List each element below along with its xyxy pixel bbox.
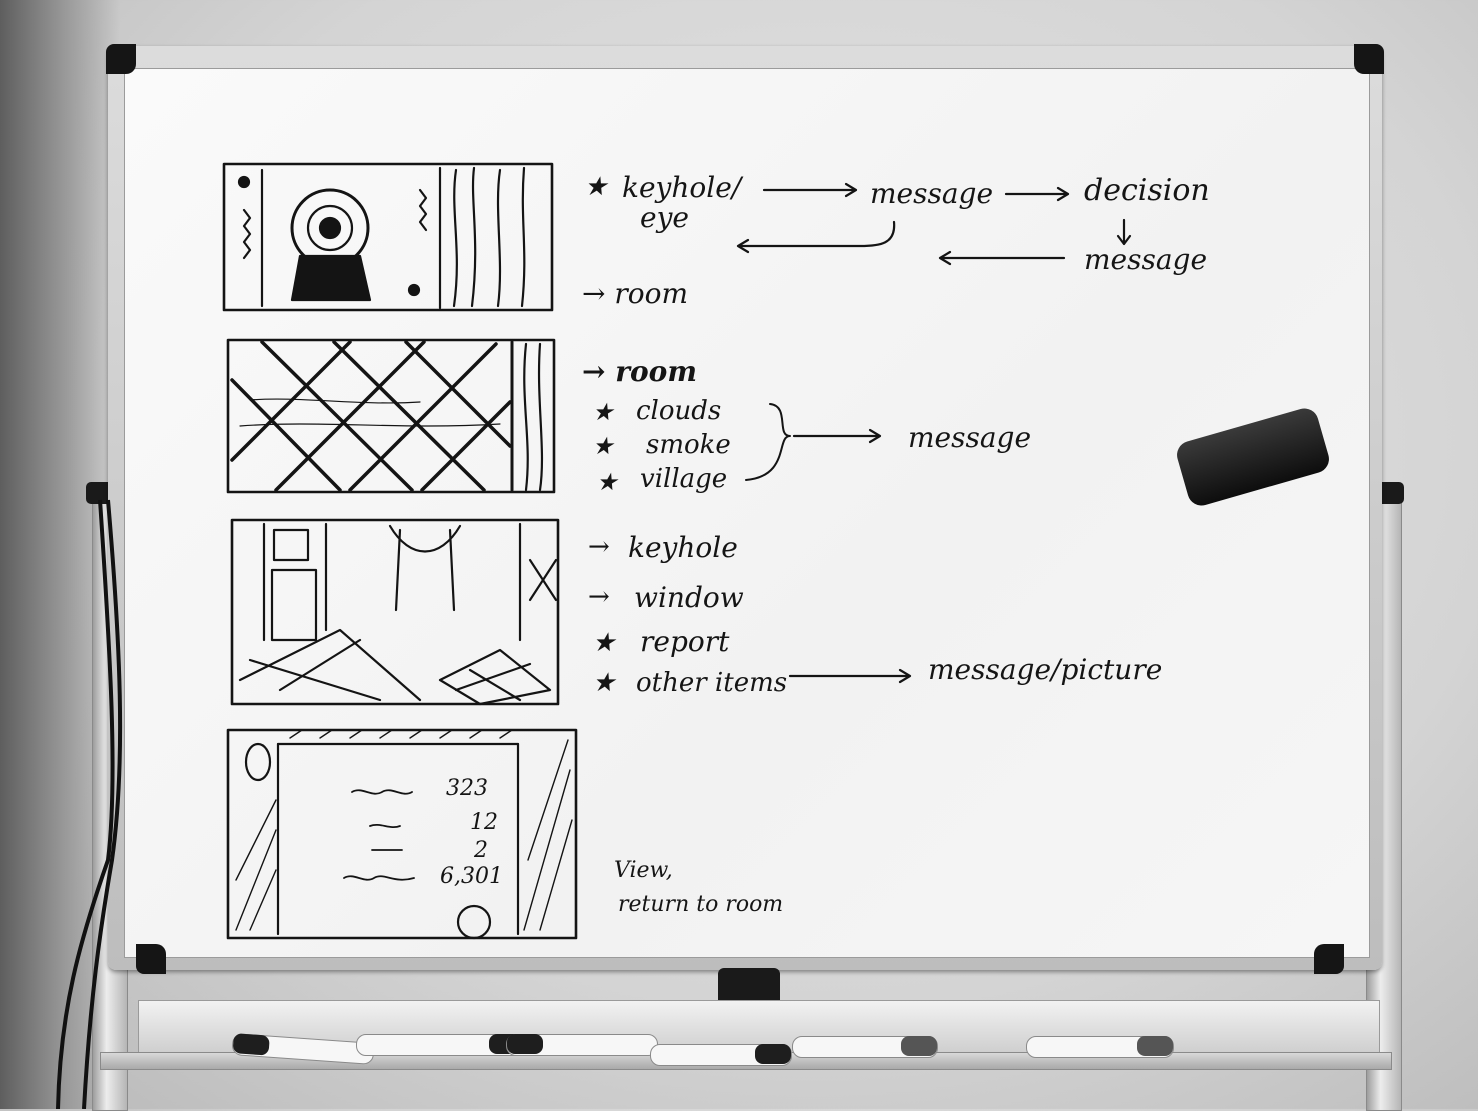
p1-room-link: → room bbox=[582, 277, 689, 310]
sketch-report-panel bbox=[226, 728, 578, 940]
marker-5[interactable] bbox=[792, 1036, 938, 1058]
p4-number-2: 12 bbox=[470, 810, 498, 835]
sketch-room-panel bbox=[230, 518, 560, 706]
p4-number-3: 2 bbox=[474, 838, 488, 863]
p1-line-keyhole: keyhole/ bbox=[622, 171, 742, 204]
p3-item-report: report bbox=[640, 625, 730, 658]
sketch-keyhole-panel bbox=[222, 162, 554, 312]
frame-corner-top-left bbox=[106, 44, 136, 74]
marker-3[interactable] bbox=[506, 1034, 658, 1056]
p2-item-clouds: clouds bbox=[636, 396, 722, 426]
frame-corner-bottom-right bbox=[1314, 944, 1344, 974]
p3-bullet-4: ★ bbox=[592, 668, 616, 698]
p1-flow-message: message bbox=[870, 177, 994, 210]
p3-bullet-2: → bbox=[588, 582, 610, 612]
p2-target-message: message bbox=[908, 421, 1032, 454]
marker-4[interactable] bbox=[650, 1044, 792, 1066]
p2-item-village: village bbox=[640, 464, 728, 494]
p3-bullet-3: ★ bbox=[592, 628, 616, 658]
whiteboard-surface bbox=[124, 68, 1370, 958]
p3-bullet-1: → bbox=[588, 532, 610, 562]
p2-bullet-2: ★ bbox=[592, 432, 614, 460]
p3-item-other-items: other items bbox=[636, 668, 788, 698]
marker-6[interactable] bbox=[1026, 1036, 1174, 1058]
p1-flow-message-2: message bbox=[1084, 243, 1208, 276]
frame-corner-top-right bbox=[1354, 44, 1384, 74]
p3-target-message-picture: message/picture bbox=[928, 653, 1163, 686]
p2-item-smoke: smoke bbox=[646, 430, 731, 460]
p2-bullet-1: ★ bbox=[592, 398, 614, 426]
p4-note-view: View, bbox=[614, 858, 673, 883]
sketch-window-panel bbox=[226, 338, 556, 494]
p2-bullet-3: ★ bbox=[596, 468, 618, 496]
p3-item-window: window bbox=[634, 581, 744, 614]
p4-number-1: 323 bbox=[446, 776, 488, 801]
frame-corner-bottom-left bbox=[136, 944, 166, 974]
flow-arrows bbox=[736, 182, 1132, 684]
p1-bullet: ★ bbox=[584, 172, 608, 202]
p1-line-eye: eye bbox=[640, 201, 689, 234]
p3-item-keyhole: keyhole bbox=[628, 531, 738, 564]
p2-room: → room bbox=[582, 355, 697, 388]
p4-note-return: return to room bbox=[618, 892, 784, 917]
p1-flow-decision: decision bbox=[1084, 173, 1210, 208]
p4-number-4: 6,301 bbox=[440, 864, 503, 889]
